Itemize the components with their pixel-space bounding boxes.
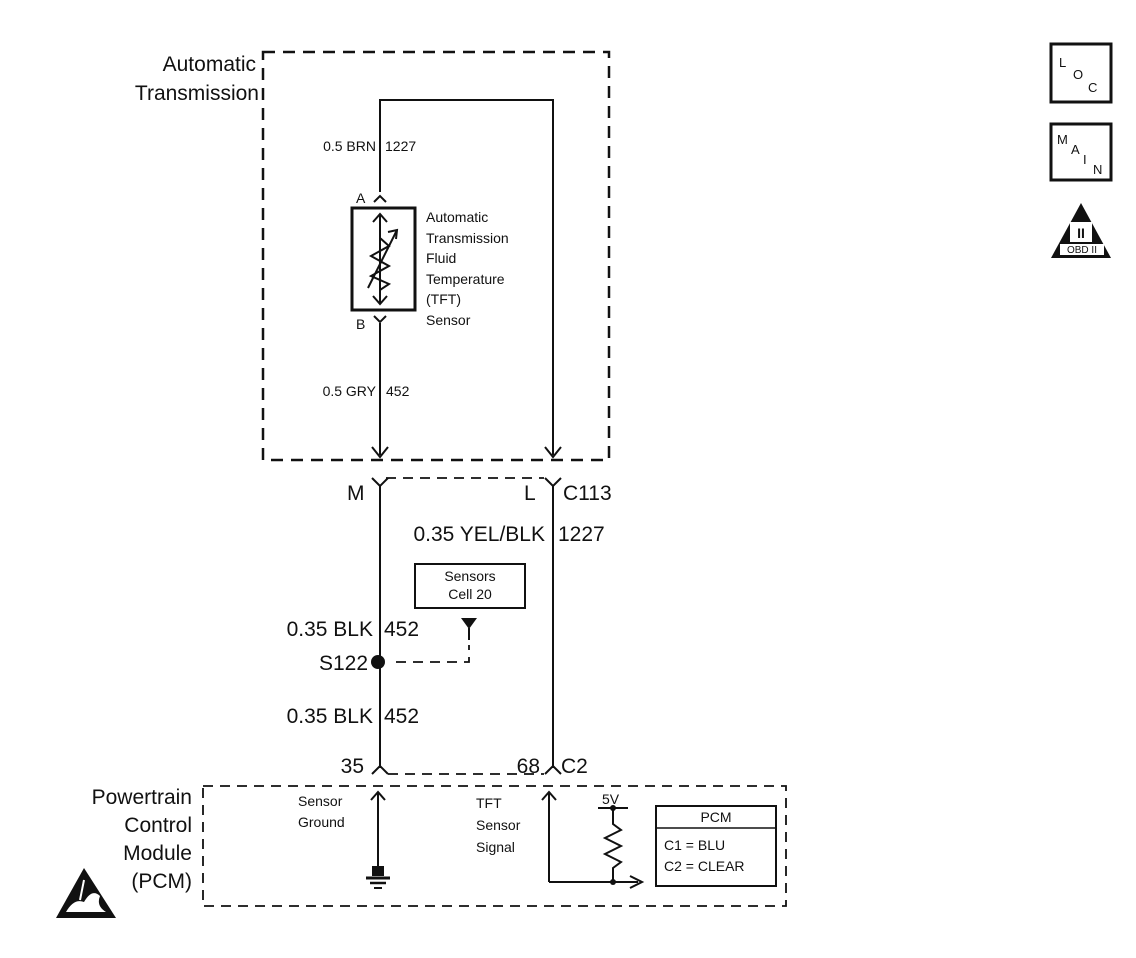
pcm-signal-label2: Sensor [476,817,521,833]
pcm-signal-label3: Signal [476,839,515,855]
svg-text:Sensor: Sensor [426,312,471,328]
pcm-signal-arrow [541,790,557,801]
pcm-signal-label1: TFT [476,795,502,811]
pcm-boundary [202,785,787,907]
svg-text:O: O [1073,67,1083,82]
signal-wire-circuit: 1227 [558,523,605,546]
wire-1227-internal [379,99,554,455]
ground-upper-color: 0.35 BLK [287,618,373,641]
wire-1227-arrow [544,446,562,459]
pcm-name-line1: Powertrain [92,786,192,809]
pcm-signal-node [610,879,616,885]
transmission-title-line2: Transmission [135,82,259,105]
svg-text:Fluid: Fluid [426,250,456,266]
splice-s122-label: S122 [319,652,368,675]
svg-text:C: C [1088,80,1097,95]
ground-upper-circuit: 452 [384,618,419,641]
signal-wire-color: 0.35 YEL/BLK [413,523,545,546]
tft-sensor-label: Automatic Transmission Fluid Temperature… [426,209,509,328]
obd-ii-icon[interactable]: II OBD II [1051,203,1111,258]
wire-bottom-color: 0.5 GRY [323,383,377,399]
svg-text:II: II [1077,225,1085,241]
svg-text:(TFT): (TFT) [426,291,461,307]
pcm-name-line3: Module [123,842,192,865]
pcm-voltage-label: 5V [602,791,620,807]
pcm-legend-c1: C1 = BLU [664,837,725,853]
sensors-cell-line2: Cell 20 [448,586,492,602]
ground-lower-color: 0.35 BLK [287,705,373,728]
svg-text:N: N [1093,162,1102,177]
wire-bottom-circuit: 452 [386,383,410,399]
svg-text:Temperature: Temperature [426,271,505,287]
svg-text:Transmission: Transmission [426,230,509,246]
pcm-ground-label2: Ground [298,814,345,830]
pin-a-connector [373,194,387,203]
c2-pin-35 [371,764,389,775]
pin-b-connector [373,315,387,324]
pcm-ground-arrow [370,790,386,801]
c113-pin-m [371,477,389,488]
transmission-title-line1: Automatic [163,53,256,76]
splice-s122-dot [371,655,385,669]
c2-pin-68-label: 68 [517,755,540,778]
pullup-resistor-icon [602,808,624,882]
c2-pin-35-label: 35 [341,755,364,778]
pcm-input-arrow [629,875,645,889]
pin-a-label: A [356,190,366,206]
svg-text:I: I [1083,152,1087,167]
esd-warning-icon [56,868,116,918]
wire-top-color: 0.5 BRN [323,138,376,154]
sensors-cell-ref-box [414,563,526,609]
transmission-boundary [261,50,611,462]
chassis-ground-icon [366,866,390,889]
pcm-name-line2: Control [124,814,192,837]
svg-text:OBD II: OBD II [1067,245,1097,256]
tft-sensor-symbol [350,206,417,312]
pin-b-label: B [356,316,365,332]
wire-452-arrow [371,446,389,459]
pcm-legend-title: PCM [700,809,731,825]
pcm-ground-label1: Sensor [298,793,343,809]
pcm-legend-c2: C2 = CLEAR [664,858,745,874]
wire-top-circuit: 1227 [385,138,416,154]
main-icon[interactable]: M A I N [1049,122,1113,182]
c113-pin-l-label: L [524,482,536,505]
ground-lower-circuit: 452 [384,705,419,728]
ref-pointer-icon [461,618,477,629]
svg-text:Automatic: Automatic [426,209,488,225]
c113-pin-l [544,477,562,488]
svg-text:M: M [1057,132,1068,147]
loc-icon[interactable]: L O C [1049,42,1113,104]
c2-name: C2 [561,755,588,778]
pcm-name-line4: (PCM) [131,870,192,893]
splice-ref-dashed-line [396,645,470,663]
c113-pin-m-label: M [347,482,365,505]
c2-pin-68 [544,764,562,775]
sensors-cell-line1: Sensors [444,568,495,584]
pcm-legend-box [655,805,777,887]
svg-text:L: L [1059,55,1066,70]
svg-text:A: A [1071,142,1080,157]
c113-name: C113 [563,482,612,505]
